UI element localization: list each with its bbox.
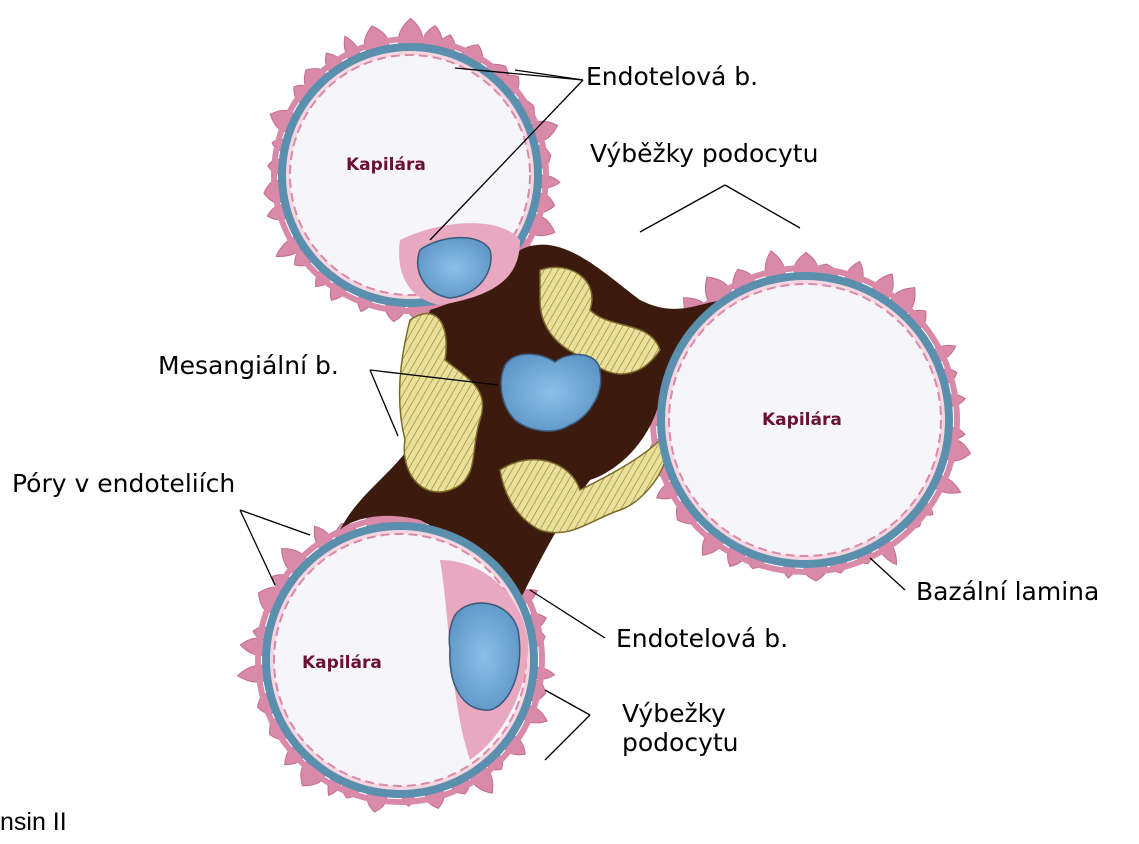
label-mesangial-cell: Mesangiální b. xyxy=(158,352,339,381)
endothelial-nucleus-bottom xyxy=(449,603,520,710)
podocyte-foot-process xyxy=(535,668,555,680)
label-podocyte-processes-top: Výběžky podocytu xyxy=(590,140,818,169)
capillary-top xyxy=(278,43,542,307)
capillary-label-bottom: Kapilára xyxy=(302,653,382,673)
label-podocyte-processes-bottom-line2: podocytu xyxy=(622,729,739,758)
label-cutoff-text: nsin II xyxy=(0,808,67,837)
label-basal-lamina: Bazální lamina xyxy=(916,578,1099,607)
label-endothelial-pores: Póry v endoteliích xyxy=(12,470,235,499)
label-podocyte-processes-bottom-line1: Výbežky xyxy=(622,700,739,729)
capillary-label-top: Kapilára xyxy=(346,155,426,175)
capillary-label-right: Kapilára xyxy=(762,410,842,430)
label-podocyte-processes-bottom: Výbežky podocytu xyxy=(622,700,739,758)
label-endothelial-cell-top: Endotelová b. xyxy=(586,63,758,92)
label-endothelial-cell-bottom: Endotelová b. xyxy=(616,625,788,654)
